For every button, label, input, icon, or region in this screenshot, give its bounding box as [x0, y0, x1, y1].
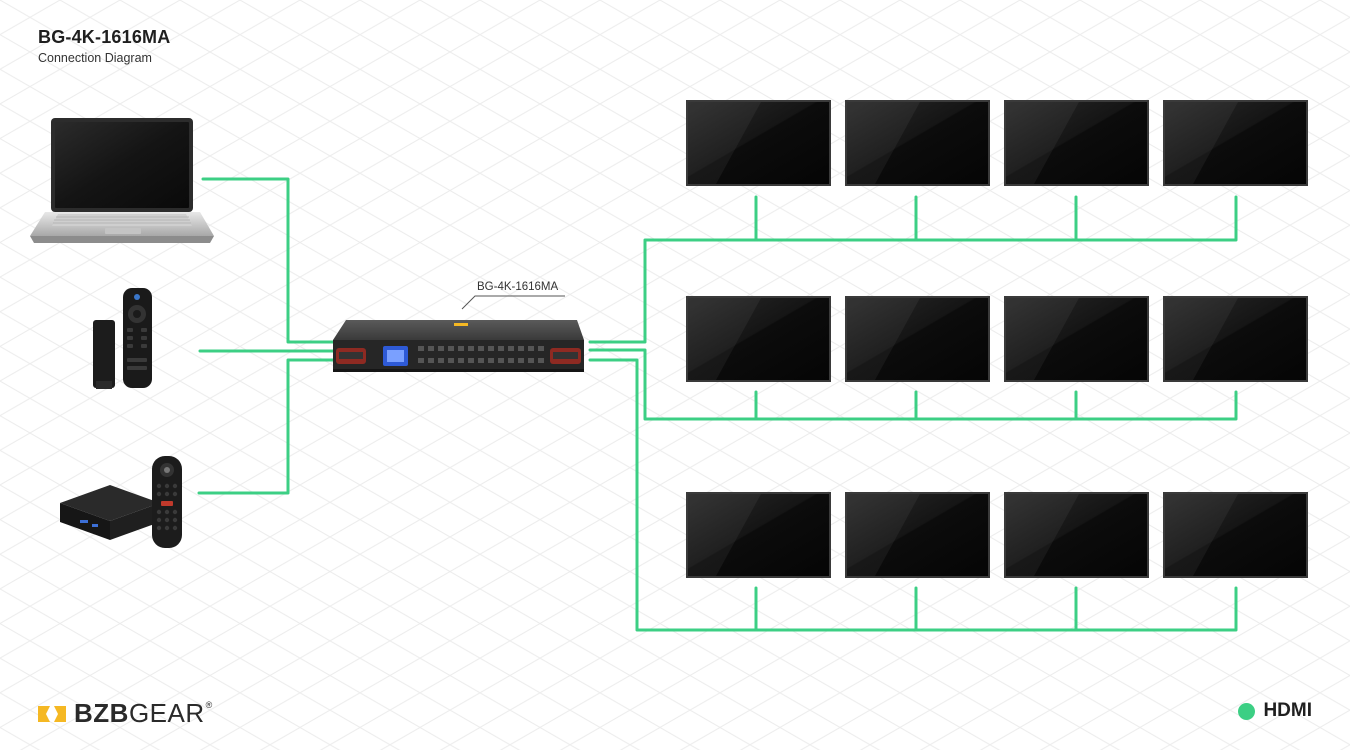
device-label: BG-4K-1616MA [461, 281, 565, 310]
display-grid [686, 100, 1308, 578]
streaming-stick-icon [93, 288, 152, 389]
cable-laptop [201, 177, 335, 344]
cable-output-row-1 [588, 195, 1238, 344]
brand-name-bold: BZB [74, 698, 129, 728]
cable-output-row-3 [588, 358, 1238, 632]
brand-name-light: GEAR [128, 698, 205, 728]
brand-name: BZBGEAR [74, 698, 205, 729]
tv-display-icon [1163, 100, 1308, 186]
laptop-icon [30, 118, 214, 243]
bzbgear-logo-icon [38, 705, 66, 722]
tv-display-icon [845, 100, 990, 186]
diagram-subtitle: Connection Diagram [38, 51, 152, 65]
device-label-text: BG-4K-1616MA [477, 281, 559, 293]
tv-display-icon [1163, 296, 1308, 382]
legend-hdmi-label: HDMI [1263, 700, 1312, 721]
tv-display-icon [845, 296, 990, 382]
tv-display-icon [1004, 296, 1149, 382]
brand-registered-mark: ® [205, 700, 213, 710]
tv-display-icon [686, 492, 831, 578]
brand-logo: BZBGEAR ® [36, 698, 212, 729]
diagram-header: BG-4K-1616MA Connection Diagram [38, 27, 170, 65]
tv-display-icon [845, 492, 990, 578]
set-top-box-icon [60, 456, 182, 548]
tv-display-icon [1163, 492, 1308, 578]
diagram-title: BG-4K-1616MA [38, 27, 171, 47]
hdmi-cables [197, 177, 1238, 632]
legend-hdmi-swatch [1238, 702, 1256, 720]
tv-display-icon [686, 100, 831, 186]
cable-output-row-2 [588, 348, 1238, 421]
cable-set-top-box [197, 358, 335, 495]
tv-display-icon [686, 296, 831, 382]
legend: HDMI [1238, 700, 1312, 722]
tv-display-icon [1004, 100, 1149, 186]
matrix-switcher-device [333, 320, 584, 372]
tv-display-icon [1004, 492, 1149, 578]
